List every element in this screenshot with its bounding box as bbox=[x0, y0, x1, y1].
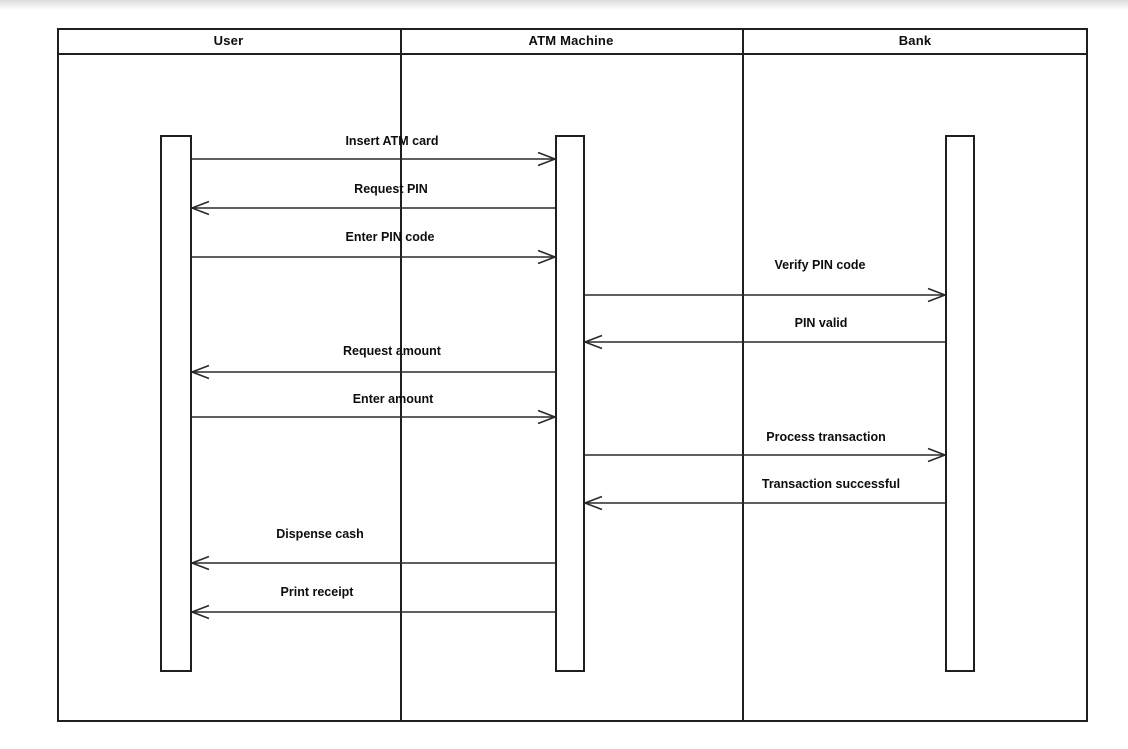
page-top-edge-shadow bbox=[0, 0, 1128, 10]
message-arrow-7 bbox=[585, 447, 948, 463]
message-arrow-1 bbox=[189, 200, 555, 216]
message-label-1: Request PIN bbox=[354, 182, 428, 196]
message-label-3: Verify PIN code bbox=[774, 258, 866, 272]
message-arrow-5 bbox=[189, 364, 555, 380]
message-arrow-3 bbox=[585, 287, 948, 303]
lifeline-bar-user bbox=[160, 135, 192, 672]
message-label-6: Enter amount bbox=[352, 392, 434, 406]
header-bottom-rule bbox=[57, 53, 1088, 55]
message-arrow-4 bbox=[582, 334, 945, 350]
participant-header-bank: Bank bbox=[898, 33, 932, 48]
lifeline-bar-bank bbox=[945, 135, 975, 672]
message-label-2: Enter PIN code bbox=[345, 230, 435, 244]
column-divider-user-atm bbox=[400, 28, 402, 722]
message-arrow-9 bbox=[189, 555, 555, 571]
participant-header-user: User bbox=[213, 33, 244, 48]
column-divider-atm-bank bbox=[742, 28, 744, 722]
message-label-4: PIN valid bbox=[794, 316, 848, 330]
message-arrow-8 bbox=[582, 495, 945, 511]
lifeline-bar-atm-machine bbox=[555, 135, 585, 672]
message-arrow-6 bbox=[192, 409, 558, 425]
message-label-5: Request amount bbox=[343, 344, 441, 358]
message-label-8: Transaction successful bbox=[761, 477, 901, 491]
message-arrow-0 bbox=[192, 151, 558, 167]
message-label-7: Process transaction bbox=[766, 430, 886, 444]
message-label-9: Dispense cash bbox=[276, 527, 364, 541]
message-arrow-2 bbox=[192, 249, 558, 265]
participant-header-atm-machine: ATM Machine bbox=[528, 33, 614, 48]
message-arrow-10 bbox=[189, 604, 555, 620]
message-label-10: Print receipt bbox=[280, 585, 354, 599]
message-label-0: Insert ATM card bbox=[345, 134, 439, 148]
